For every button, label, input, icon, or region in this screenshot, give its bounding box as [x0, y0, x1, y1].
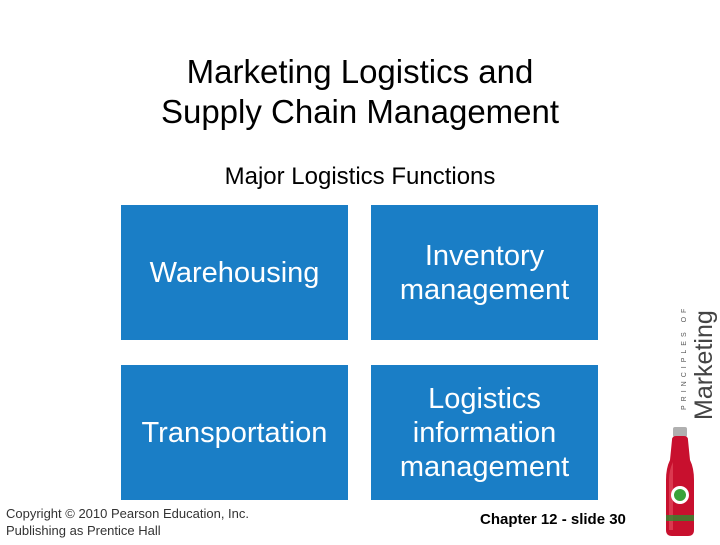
box-logistics-information-management: Logistics information management — [371, 365, 598, 500]
slide-number: Chapter 12 - slide 30 — [480, 511, 626, 528]
box-warehousing: Warehousing — [121, 205, 348, 340]
brand-logo: PRINCIPLES OF Marketing — [660, 290, 720, 540]
bottle-logo-icon: PRINCIPLES OF Marketing — [666, 305, 718, 536]
brand-big-text: Marketing — [690, 310, 718, 420]
box-inventory-management: Inventory management — [371, 205, 598, 340]
box-inventory-line-2: management — [399, 273, 570, 306]
brand-small-text: PRINCIPLES OF — [681, 305, 688, 410]
box-transportation: Transportation — [121, 365, 348, 500]
box-logistics-line-3: management — [399, 450, 570, 483]
copyright-line-2: Publishing as Prentice Hall — [6, 523, 161, 538]
slide-subtitle: Major Logistics Functions — [224, 163, 496, 190]
title-line-2: Supply Chain Management — [160, 93, 560, 130]
box-warehousing-label: Warehousing — [149, 256, 320, 289]
box-logistics-line-1: Logistics — [428, 382, 541, 415]
box-transportation-label: Transportation — [141, 416, 328, 449]
box-logistics-line-2: information — [412, 416, 557, 449]
slide-title: Marketing Logistics and Supply Chain Man… — [80, 52, 640, 132]
title-line-1: Marketing Logistics and — [186, 53, 534, 90]
copyright-line-1: Copyright © 2010 Pearson Education, Inc. — [6, 506, 250, 521]
copyright-notice: Copyright © 2010 Pearson Education, Inc.… — [6, 505, 306, 539]
box-inventory-line-1: Inventory — [424, 239, 545, 272]
